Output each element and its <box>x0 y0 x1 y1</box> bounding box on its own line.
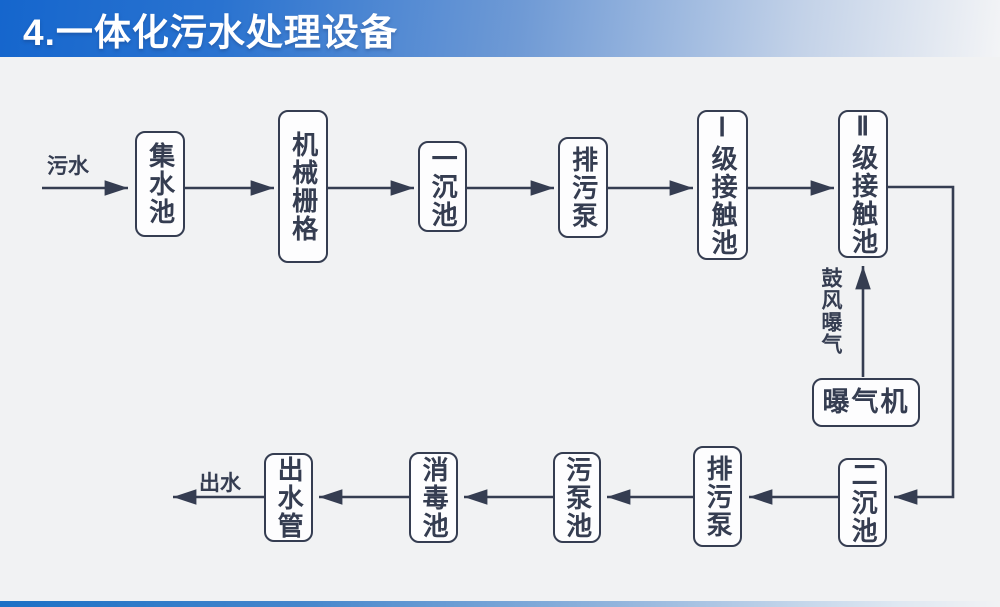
node-outlet-pipe: 出水管 <box>264 453 313 542</box>
arrow-contact2-secondary <box>888 185 955 505</box>
blast-aeration-label: 鼓风曝气 <box>819 267 842 355</box>
node-sewage-pump-tank: 污泵池 <box>553 452 601 543</box>
node-aerator: 曝气机 <box>812 378 920 427</box>
node-mechanical-grid: 机械栅格 <box>278 110 328 263</box>
node-contact-tank-1: Ⅰ级接触池 <box>697 110 748 260</box>
node-primary-sedimentation: 一沉池 <box>418 141 467 232</box>
bottom-accent-bar <box>0 601 1000 607</box>
node-disinfection-tank: 消毒池 <box>409 452 458 543</box>
node-sewage-pump-top: 排污泵 <box>558 137 608 238</box>
outlet-water-label: 出水 <box>199 472 241 495</box>
node-secondary-sedimentation: 二沉池 <box>838 458 887 547</box>
node-contact-tank-2: Ⅱ级接触池 <box>838 110 888 258</box>
page-title: 4.一体化污水处理设备 <box>23 11 398 53</box>
inlet-water-label: 污水 <box>47 155 89 178</box>
node-collecting-tank: 集水池 <box>135 131 185 237</box>
node-sewage-pump-bottom: 排污泵 <box>693 446 742 547</box>
title-bar: 4.一体化污水处理设备 <box>0 0 1000 57</box>
